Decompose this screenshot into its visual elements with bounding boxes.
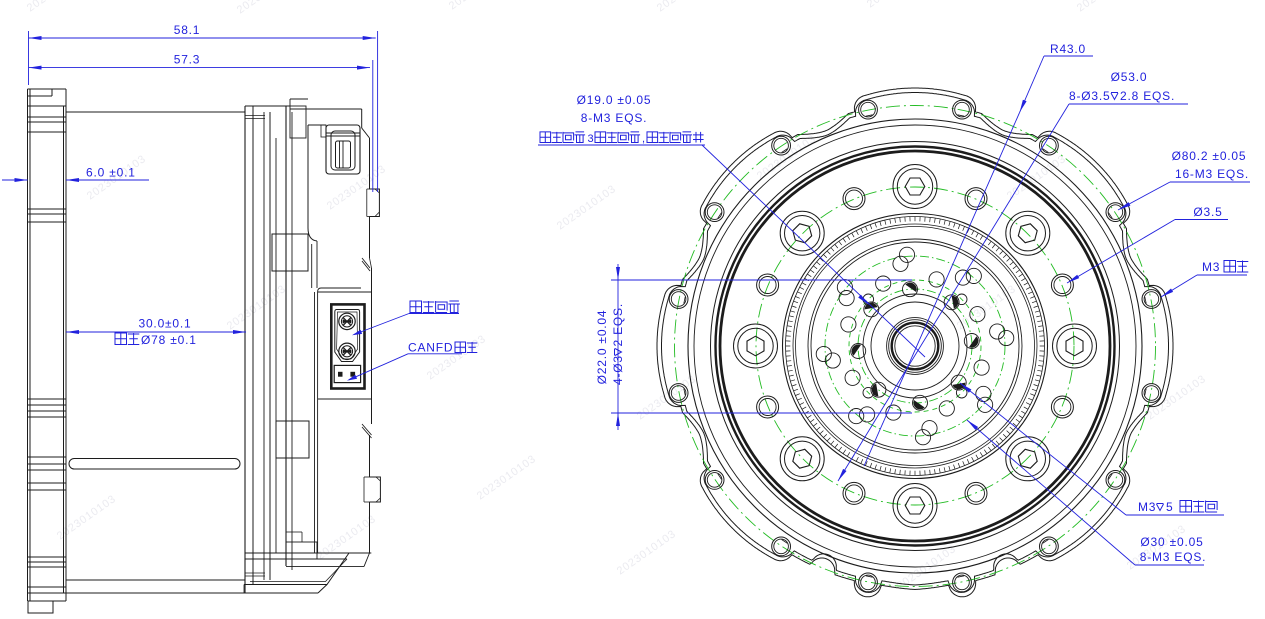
svg-text:,: , — [642, 133, 646, 145]
svg-text:2023010103: 2023010103 — [955, 283, 1019, 333]
svg-text:M3: M3 — [1202, 260, 1220, 274]
svg-text:2023010103: 2023010103 — [447, 0, 511, 12]
svg-text:2023010103: 2023010103 — [655, 0, 719, 14]
svg-text:2023010103: 2023010103 — [1145, 373, 1209, 423]
svg-text:Ø3.5: Ø3.5 — [1193, 205, 1222, 219]
svg-text:CANFD: CANFD — [408, 341, 453, 355]
svg-text:2023010103: 2023010103 — [225, 283, 289, 333]
svg-text:4-Ø3: 4-Ø3 — [611, 355, 625, 385]
svg-text:Ø78 ±0.1: Ø78 ±0.1 — [141, 333, 197, 347]
svg-text:3: 3 — [588, 133, 595, 145]
svg-text:Ø22.0 ±0.04: Ø22.0 ±0.04 — [595, 310, 609, 385]
svg-text:8-M3 EQS.: 8-M3 EQS. — [1140, 550, 1207, 564]
svg-text:M3: M3 — [1138, 500, 1156, 514]
svg-text:16-M3 EQS.: 16-M3 EQS. — [1175, 167, 1249, 181]
svg-text:2023010103: 2023010103 — [635, 373, 699, 423]
svg-text:2 EQS.: 2 EQS. — [611, 303, 625, 346]
svg-text:2023010103: 2023010103 — [55, 493, 119, 543]
svg-text:2023010103: 2023010103 — [235, 0, 299, 16]
svg-text:6.0 ±0.1: 6.0 ±0.1 — [86, 166, 136, 180]
svg-text:58.1: 58.1 — [174, 23, 201, 37]
svg-text:8-M3 EQS.: 8-M3 EQS. — [581, 111, 648, 125]
svg-text:5: 5 — [1166, 500, 1173, 514]
svg-text:2023010103: 2023010103 — [865, 0, 929, 10]
svg-text:Ø30 ±0.05: Ø30 ±0.05 — [1140, 535, 1203, 549]
svg-text:30.0±0.1: 30.0±0.1 — [138, 317, 191, 331]
svg-text:2023010103: 2023010103 — [555, 183, 619, 233]
svg-text:2023010103: 2023010103 — [615, 528, 679, 578]
svg-text:8-Ø3.5: 8-Ø3.5 — [1069, 89, 1111, 103]
svg-text:2023010103: 2023010103 — [1075, 0, 1139, 14]
svg-text:2023010103: 2023010103 — [475, 453, 539, 503]
svg-text:Ø53.0: Ø53.0 — [1111, 70, 1148, 84]
svg-text:R43.0: R43.0 — [1050, 42, 1086, 56]
svg-text:2023010103: 2023010103 — [25, 0, 89, 14]
svg-text:2.8 EQS.: 2.8 EQS. — [1120, 89, 1175, 103]
svg-text:Ø19.0 ±0.05: Ø19.0 ±0.05 — [577, 93, 652, 107]
svg-text:57.3: 57.3 — [174, 53, 201, 67]
svg-text:Ø80.2 ±0.05: Ø80.2 ±0.05 — [1172, 149, 1247, 163]
